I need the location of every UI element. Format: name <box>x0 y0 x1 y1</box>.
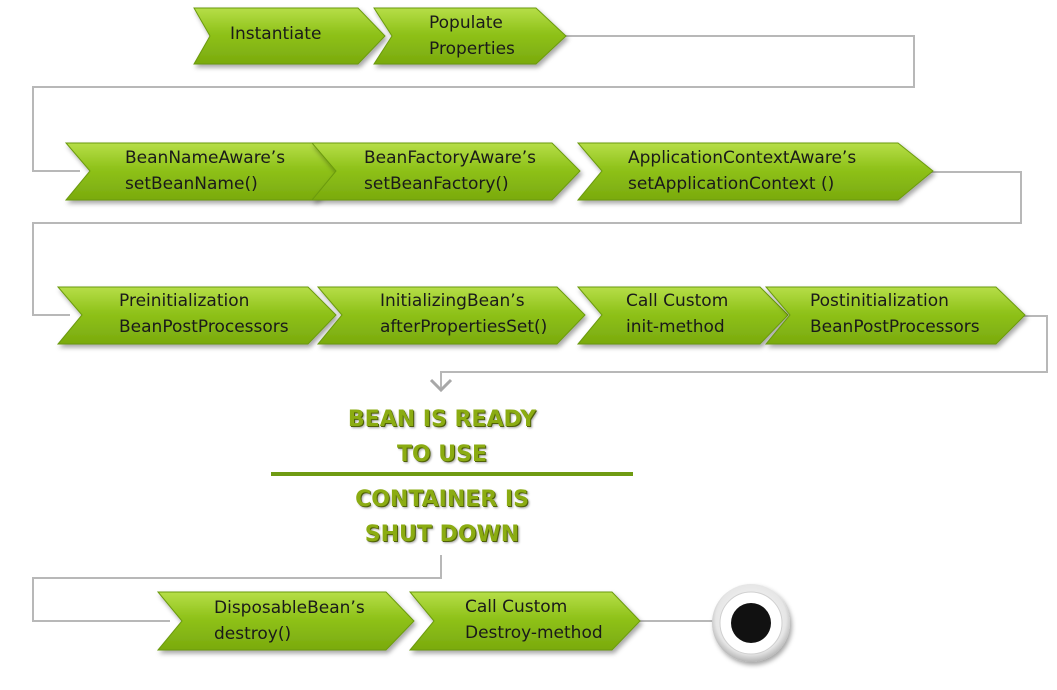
step-label-preinitialization: Preinitialization BeanPostProcessors <box>119 291 289 337</box>
chevron-populate-properties <box>373 7 567 65</box>
step-label-postinitialization: Postinitialization BeanPostProcessors <box>810 291 980 337</box>
step-label-custom-destroy: Call Custom Destroy-method <box>465 597 603 643</box>
state-divider <box>271 472 633 476</box>
connector-row2-to-row3 <box>32 171 1022 316</box>
chevron-custom-init <box>576 286 789 345</box>
chevron-bean-factory-aware <box>310 142 581 201</box>
step-label-instantiate: Instantiate <box>230 24 322 44</box>
final-state-icon <box>712 584 790 662</box>
connector-shutdown-to-row5 <box>32 555 442 622</box>
chevron-preinitialization <box>56 286 337 345</box>
step-label-custom-init: Call Custom init-method <box>626 291 729 337</box>
connectors <box>32 35 1048 622</box>
chevron-instantiate <box>193 7 386 65</box>
connector-row3-to-ready <box>429 315 1048 393</box>
chevron-postinitialization <box>764 286 1026 345</box>
chevron-initializing-bean <box>316 286 586 345</box>
step-label-application-context-aware: ApplicationContextAware’s setApplication… <box>628 148 857 194</box>
connector-row1-to-row2 <box>32 35 915 172</box>
chevron-disposable-bean <box>156 591 415 651</box>
chevron-custom-destroy <box>408 591 641 651</box>
step-label-initializing-bean: InitializingBean’s afterPropertiesSet() <box>380 291 548 337</box>
state-container-shutdown: CONTAINER IS SHUT DOWN <box>355 487 529 547</box>
step-label-disposable-bean: DisposableBean’s destroy() <box>214 598 365 644</box>
step-label-bean-factory-aware: BeanFactoryAware’s setBeanFactory() <box>364 148 537 194</box>
chevron-application-context-aware <box>576 142 934 201</box>
step-label-bean-name-aware: BeanNameAware’s setBeanName() <box>125 148 286 194</box>
step-label-populate-properties: Populate Properties <box>429 13 515 59</box>
state-bean-ready: BEAN IS READY TO USE <box>347 407 537 467</box>
